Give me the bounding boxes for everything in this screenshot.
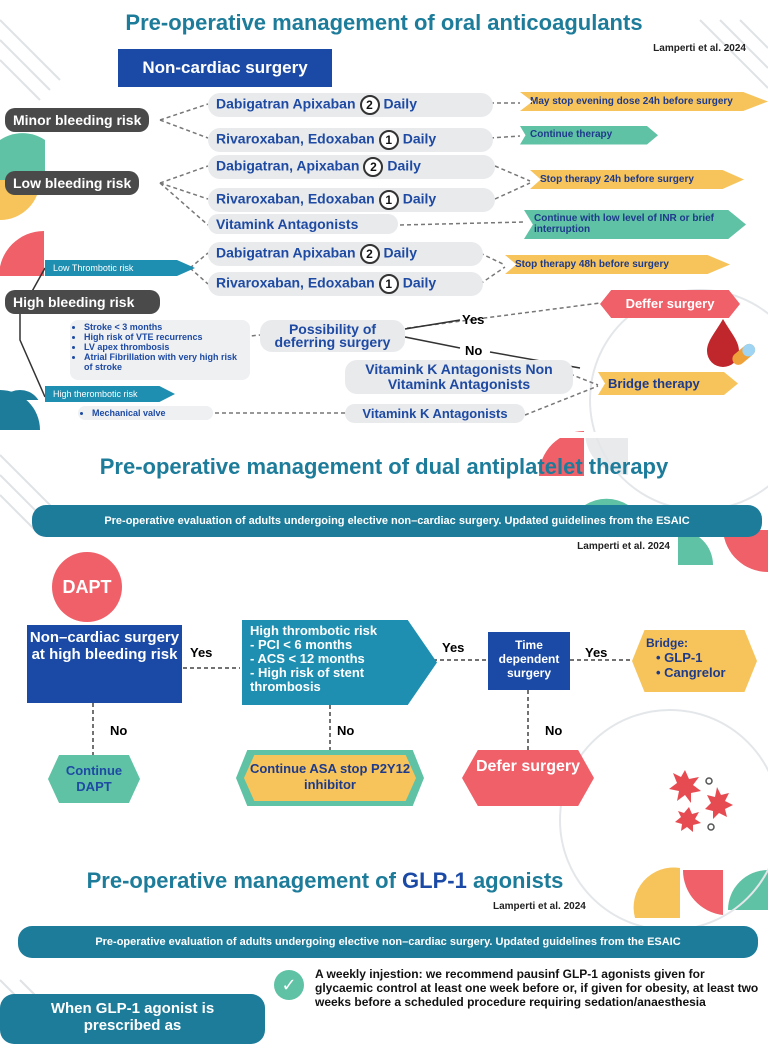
defer-surgery-hexagon: Defer surgery [462, 750, 594, 806]
yes-label: Yes [442, 640, 465, 655]
bridge-title: Bridge: [646, 636, 688, 650]
minor-action2-arrow: Continue therapy [520, 126, 658, 145]
deferring-surgery-pill: Possibility of deferring surgery [260, 320, 405, 352]
clock-icon: 1 [378, 130, 399, 150]
yes-label: Yes [190, 645, 213, 660]
high-bleeding-risk-label: High bleeding risk [5, 290, 160, 314]
no-label: No [337, 723, 355, 738]
vka-pill: Vitamink K Antagonists [345, 404, 525, 423]
clock-icon: 1 [378, 274, 399, 294]
condition-item: LV apex thrombosis [84, 342, 244, 352]
minor-drug2-name: Rivaroxaban, Edoxaban [216, 130, 375, 147]
non-cardiac-surgery-header: Non-cardiac surgery [118, 49, 332, 87]
high-drug2-frequency: Daily [402, 274, 437, 291]
no-label: No [465, 343, 483, 358]
low-drug3-pill: Vitamink Antagonists [208, 214, 398, 234]
virus-icon [669, 770, 733, 832]
high-thrombotic-title: High thrombotic risk [250, 623, 378, 638]
clock-icon: 1 [378, 190, 399, 210]
low-action1-arrow: Stop therapy 24h before surgery [530, 170, 744, 189]
clock-icon: 2 [359, 244, 380, 264]
no-label: No [110, 723, 128, 738]
yes-label: Yes [585, 645, 608, 660]
bridge-item: • Cangrelor [656, 665, 726, 680]
low-drug2-name: Rivaroxaban, Edoxaban [216, 190, 375, 207]
thrombotic-item: - ACS < 12 months [250, 651, 365, 666]
low-drug1-name: Dabigatran, Apixaban [216, 157, 360, 174]
minor-action1-arrow: May stop evening dose 24h before surgery [520, 92, 768, 111]
high-thrombotic-risk-arrow: High therombotic risk [45, 386, 175, 402]
bridge-item: • GLP-1 [656, 650, 703, 665]
clock-icon: 2 [363, 157, 384, 177]
section2-reference: Lamperti et al. 2024 [577, 541, 670, 552]
bridge-therapy-arrow: Bridge therapy [598, 372, 738, 395]
section-divider [0, 432, 768, 438]
defer-surgery-hexagon: Deffer surgery [600, 290, 740, 318]
check-icon: ✓ [274, 970, 304, 1000]
clock-icon: 2 [359, 95, 380, 115]
low-thrombotic-risk-arrow: Low Thrombotic risk [45, 260, 195, 276]
section3-reference: Lamperti et al. 2024 [493, 901, 586, 912]
condition-item: Stroke < 3 months [84, 322, 244, 332]
bridge-hexagon: Bridge: • GLP-1 • Cangrelor [632, 630, 757, 692]
low-bleeding-risk-label: Low bleeding risk [5, 171, 140, 195]
yes-label: Yes [462, 312, 485, 327]
high-drug1-name: Dabigatran Apixaban [216, 244, 356, 261]
non-cardiac-high-bleeding-box: Non–cardiac surgery at high bleeding ris… [27, 625, 182, 703]
high-drug2-name: Rivaroxaban, Edoxaban [216, 274, 375, 291]
low-drug1-frequency: Daily [387, 157, 421, 174]
dapt-circle: DAPT [52, 552, 122, 622]
thrombotic-item: - PCI < 6 months [250, 637, 353, 652]
high-drug1-frequency: Daily [383, 244, 417, 261]
weekly-injection-text: A weekly injestion: we recommend pausinf… [315, 967, 759, 1009]
section3-title: Pre-operative management of GLP-1 agonis… [86, 868, 564, 893]
minor-drug1-frequency: Daily [383, 95, 417, 112]
medication-icon [707, 319, 756, 367]
mechanical-valve-item: Mechanical valve [92, 408, 207, 418]
condition-item: High risk of VTE recurrencs [84, 332, 244, 342]
continue-asa-hexagon: Continue ASA stop P2Y12 inhibitor [244, 755, 416, 801]
vka-both-pill: Vitamink K Antagonists Non Vitamink Anta… [345, 360, 573, 394]
high-action1-arrow: Stop therapy 48h before surgery [505, 255, 730, 274]
high-thrombotic-conditions: Stroke < 3 months High risk of VTE recur… [70, 320, 250, 380]
low-drug2-frequency: Daily [402, 190, 437, 207]
mechanical-valve-pill: Mechanical valve [78, 406, 213, 420]
no-label: No [545, 723, 563, 738]
continue-dapt-hexagon: Continue DAPT [48, 755, 140, 803]
high-thrombotic-risk-box: High thrombotic risk - PCI < 6 months - … [242, 620, 437, 705]
thrombotic-item: - High risk of stent thrombosis [250, 665, 365, 694]
section2-title: Pre-operative management of dual antipla… [99, 454, 669, 479]
section1-title: Pre-operative management of oral anticoa… [125, 10, 643, 35]
minor-bleeding-risk-label: Minor bleeding risk [5, 108, 150, 132]
section2-banner: Pre-operative evaluation of adults under… [32, 505, 762, 537]
section1-reference: Lamperti et al. 2024 [653, 43, 746, 54]
section3-banner: Pre-operative evaluation of adults under… [18, 926, 758, 958]
minor-drug1-name: Dabigatran Apixaban [216, 95, 356, 112]
condition-item: Atrial Fibrillation with very high risk … [84, 352, 244, 372]
glp1-highlight: GLP-1 [402, 868, 467, 893]
time-dependent-surgery-box: Time dependent surgery [488, 632, 570, 690]
low-action2-arrow: Continue with low level of INR or brief … [524, 210, 746, 239]
when-glp1-box: When GLP-1 agonist is prescribed as [0, 994, 265, 1044]
minor-drug2-frequency: Daily [402, 130, 437, 147]
